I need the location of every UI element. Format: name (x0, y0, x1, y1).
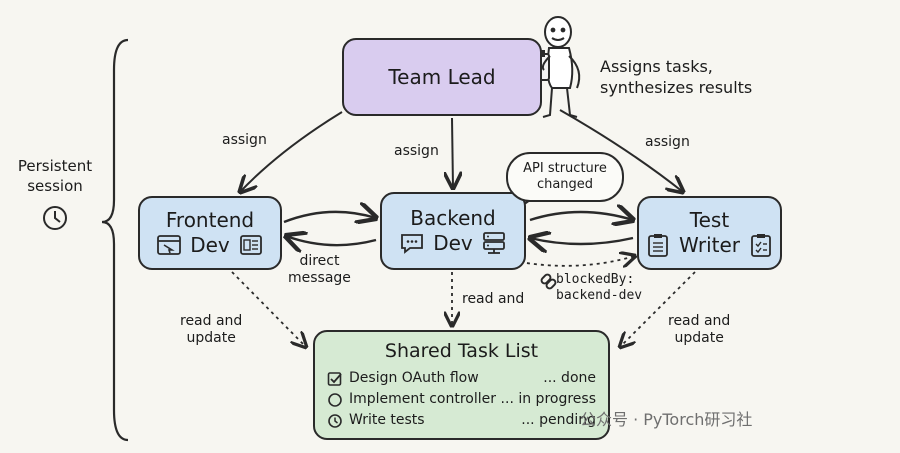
direct-message-line-2: message (288, 270, 351, 286)
team-lead-note-line-2: synthesizes results (600, 78, 753, 97)
clipboard-list-icon (648, 234, 668, 257)
task-name: Design OAuth flow (349, 370, 479, 386)
message-arrow-be-to-fe (286, 236, 377, 245)
list-item: Design OAuth flow ... done (327, 368, 596, 389)
assign-arrow-backend (452, 117, 453, 188)
message-arrow-tw-to-be (530, 238, 634, 244)
circle-icon (328, 392, 342, 407)
task-list-title: Shared Task List (384, 340, 539, 362)
clock-icon (328, 413, 342, 428)
shared-task-list-node: Shared Task List Design OAuth flow ... d… (313, 330, 610, 440)
team-lead-note-line-1: Assigns tasks, (600, 57, 713, 76)
persistent-session-line-1: Persistent (17, 157, 93, 175)
read-update-left-line-2: update (186, 330, 236, 346)
session-clock-icon (43, 206, 67, 230)
blocked-dotted-arrow (519, 256, 635, 266)
persistent-session-line-2: session (27, 177, 83, 195)
backend-title-line-1: Backend (410, 206, 496, 230)
read-update-right-line-1: read and (668, 313, 731, 329)
task-name: Implement controller (349, 391, 497, 407)
message-arrow-be-to-tw (529, 212, 633, 220)
chat-bubble-icon (401, 234, 424, 254)
assign-arrow-tester (559, 109, 683, 192)
clipboard-check-icon (751, 234, 771, 257)
speech-bubble-line-1: API structure (523, 161, 607, 176)
team-lead-title: Team Lead (388, 65, 496, 89)
server-icon (482, 232, 505, 254)
direct-message-line-1: direct (299, 253, 340, 269)
assign-label-right: assign (645, 134, 690, 150)
backend-title-line-2: Dev (433, 231, 473, 255)
browser-window-icon (157, 235, 182, 255)
speech-bubble-line-2: changed (536, 177, 594, 192)
read-update-left-line-1: read and (180, 313, 243, 329)
read-update-right-line-2: update (674, 330, 724, 346)
link-icon (540, 273, 557, 290)
list-item: Implement controller ... in progress (327, 389, 596, 410)
test-writer-title-line-2: Writer (678, 233, 741, 257)
blocked-by-line-1: blockedBy: (556, 272, 635, 287)
assign-label-center: assign (394, 143, 439, 159)
blocked-by-label: blockedBy: backend-dev (556, 272, 642, 304)
team-lead-note: Assigns tasks, synthesizes results (600, 56, 752, 98)
persistent-session-label: Persistent session (10, 156, 100, 196)
checkbox-checked-icon (327, 371, 342, 386)
read-update-label-left: read and update (180, 313, 242, 347)
speech-bubble: API structure changed (506, 152, 624, 202)
backend-dev-node: Backend Dev (380, 192, 526, 270)
direct-message-label: direct message (288, 253, 351, 287)
task-status: ... pending (521, 412, 596, 428)
task-name: Write tests (349, 412, 425, 428)
frontend-title-line-2: Dev (190, 233, 230, 257)
test-writer-node: Test Writer (637, 196, 782, 270)
assign-label-left: assign (222, 132, 267, 148)
session-bracket (101, 38, 129, 442)
frontend-dev-node: Frontend Dev (138, 196, 282, 270)
test-writer-title-line-1: Test (689, 208, 730, 232)
message-arrow-fe-to-be (283, 212, 376, 222)
task-status: ... in progress (500, 391, 596, 407)
task-status: ... done (543, 370, 596, 386)
list-item: Write tests ... pending (327, 410, 596, 431)
watermark: 公众号 · PyTorch研习社 (580, 410, 753, 429)
blocked-by-line-2: backend-dev (556, 288, 643, 303)
assign-arrow-frontend (240, 111, 343, 192)
layout-page-icon (239, 235, 262, 255)
frontend-title-line-1: Frontend (165, 208, 255, 232)
read-label-center: read and (462, 291, 525, 307)
read-update-label-right: read and update (668, 313, 730, 347)
team-lead-node: Team Lead (342, 38, 542, 116)
